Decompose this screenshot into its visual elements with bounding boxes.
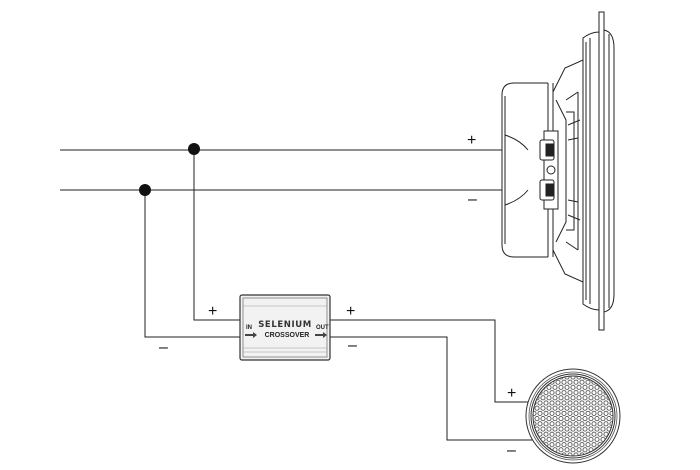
woofer-speaker <box>501 11 615 331</box>
tweeter-plus-label: + <box>507 385 516 402</box>
speaker-minus-label: – <box>468 191 477 208</box>
woofer-front-flange <box>598 11 605 331</box>
woofer-surround <box>582 31 600 311</box>
speaker-plus-label: + <box>467 132 476 149</box>
crossover-module: SELENIUM CROSSOVER IN OUT <box>239 294 331 361</box>
crossover-out-label: OUT <box>316 325 329 331</box>
crossover-positive-input-wire <box>193 150 240 321</box>
crossover-in-label: IN <box>246 325 252 331</box>
out-arrow-icon <box>315 332 327 338</box>
negative-junction-dot <box>139 184 151 196</box>
in-arrow-icon <box>245 332 257 338</box>
tweeter-minus-label: – <box>507 442 516 459</box>
terminal-screw-icon <box>546 165 556 175</box>
positive-junction-dot <box>188 143 200 155</box>
crossover-label: CROSSOVER <box>265 332 310 339</box>
woofer-magnet <box>501 82 548 258</box>
tweeter-positive-wire <box>330 319 534 403</box>
tweeter-grille <box>533 376 613 456</box>
crossover-out-plus-label: + <box>346 303 355 320</box>
crossover-in-plus-label: + <box>208 303 217 320</box>
tweeter-negative-wire <box>330 336 540 441</box>
tweeter <box>525 368 621 464</box>
crossover-negative-input-wire <box>144 190 240 338</box>
crossover-in-minus-label: – <box>159 339 168 356</box>
crossover-out-minus-label: – <box>348 337 357 354</box>
crossover-body <box>239 294 331 361</box>
crossover-brand: SELENIUM <box>258 320 312 330</box>
